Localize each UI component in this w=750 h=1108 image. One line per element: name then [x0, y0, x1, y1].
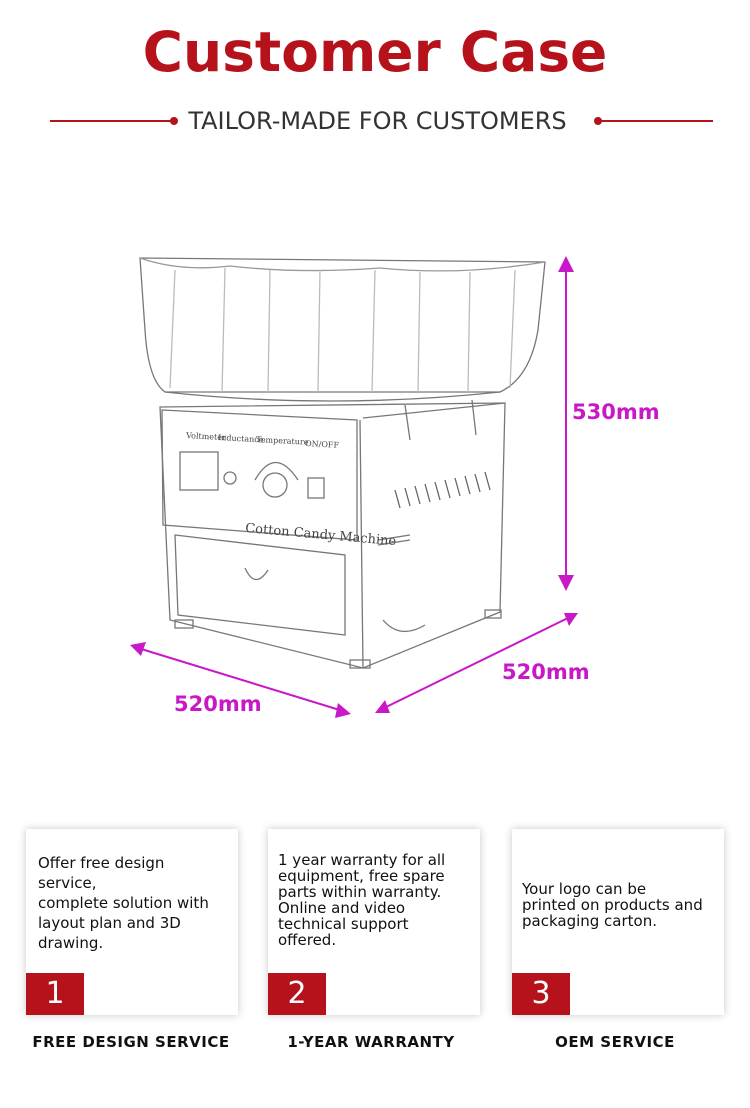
service-card-warranty: 1 year warranty for all equipment, free … [268, 829, 480, 1015]
service-label-design: FREE DESIGN SERVICE [32, 1033, 230, 1051]
service-label-warranty: 1-YEAR WARRANTY [287, 1033, 455, 1051]
subtitle-dot-left [170, 117, 178, 125]
depth-dimension: 520mm [174, 692, 262, 716]
page-title: Customer Case [142, 20, 608, 84]
service-number-badge: 2 [268, 973, 326, 1015]
height-dimension: 530mm [572, 400, 660, 424]
service-number-badge: 1 [26, 973, 84, 1015]
service-card-design: Offer free design service, complete solu… [26, 829, 238, 1015]
subtitle-divider-right [598, 120, 713, 122]
service-description: Offer free design service, complete solu… [38, 854, 209, 952]
service-card-oem: Your logo can be printed on products and… [512, 829, 724, 1015]
panel-label-voltmeter: Voltmeter [185, 431, 226, 442]
service-description: 1 year warranty for all equipment, free … [278, 851, 446, 949]
machine-label: Cotton Candy Machine [245, 521, 397, 549]
subtitle-divider-left [50, 120, 175, 122]
width-dimension: 520mm [502, 660, 590, 684]
panel-label-inductance: Inductance [218, 433, 264, 444]
service-number-badge: 3 [512, 973, 570, 1015]
panel-label-onoff: ON/OFF [305, 439, 340, 450]
page-subtitle: TAILOR-MADE FOR CUSTOMERS [188, 107, 567, 135]
service-label-oem: OEM SERVICE [555, 1033, 675, 1051]
panel-label-temperature: Temperature [256, 435, 309, 447]
service-description: Your logo can be printed on products and… [522, 880, 703, 930]
